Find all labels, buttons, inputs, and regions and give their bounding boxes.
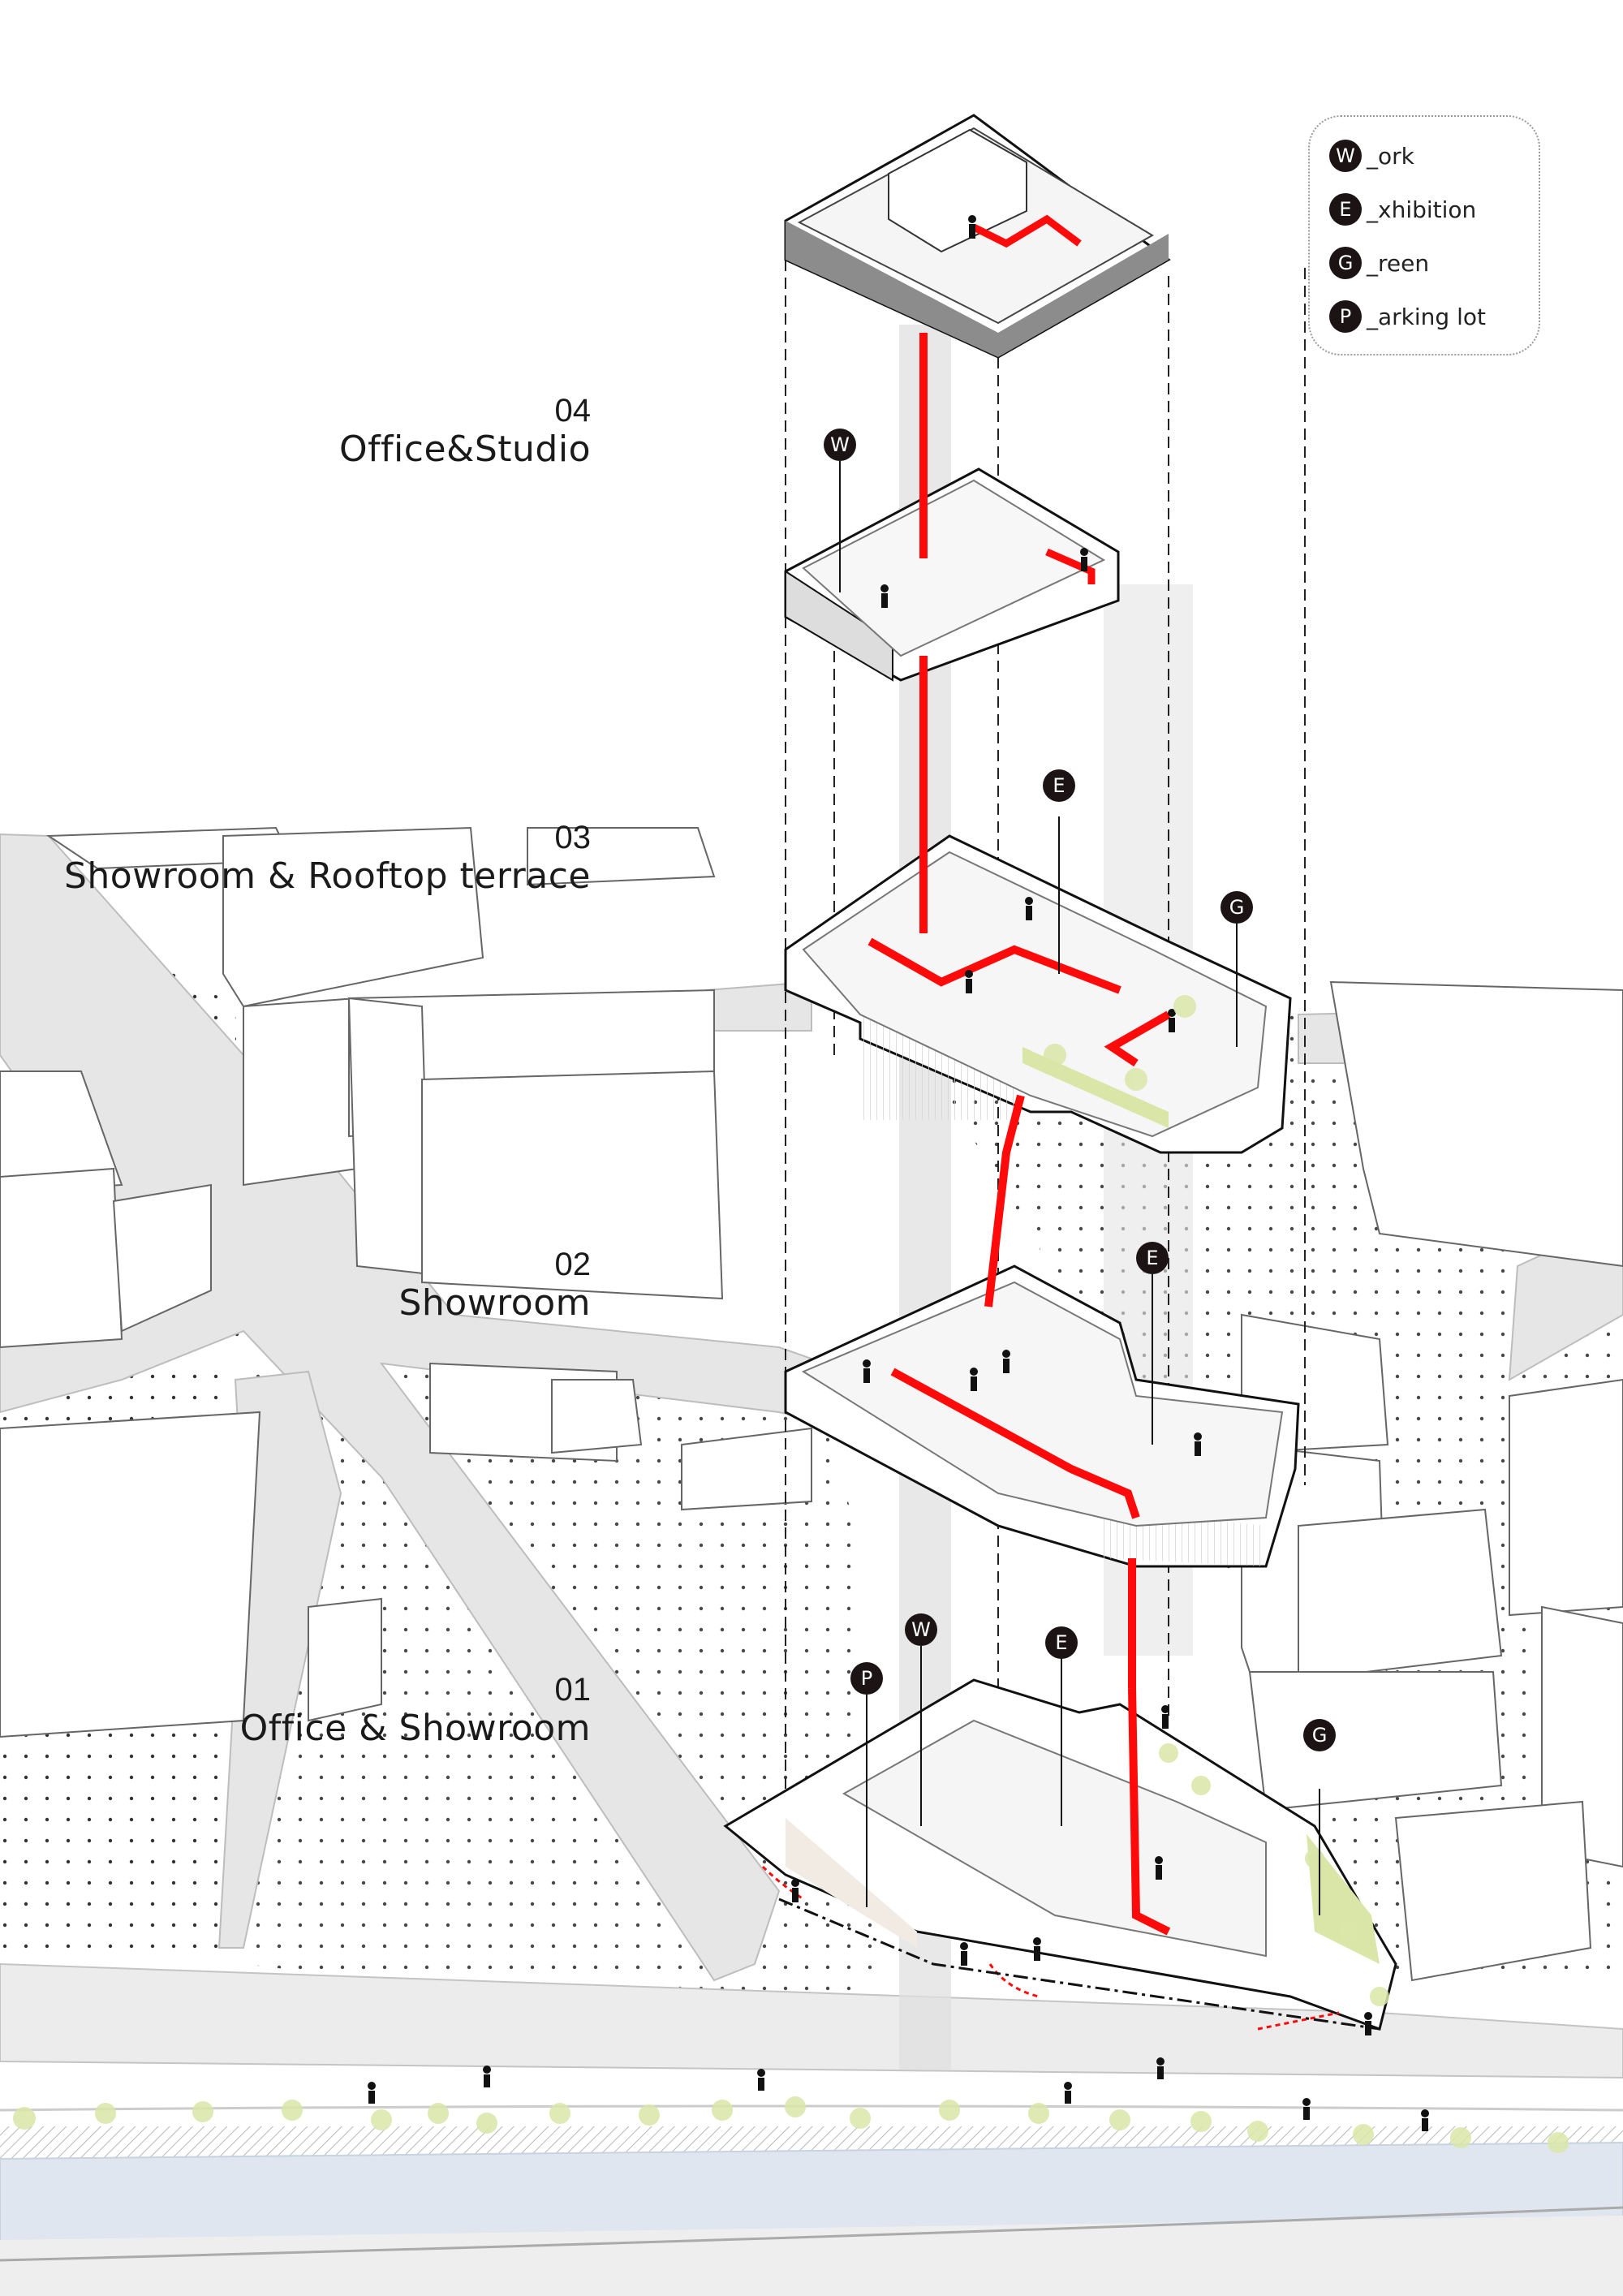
exhibition-marker-icon: E: [1045, 1626, 1078, 1659]
legend-item-work: W _ork: [1329, 136, 1414, 175]
site-context: [0, 826, 1623, 2296]
legend-item-parking: P _arking lot: [1329, 297, 1486, 336]
level-name: Showroom & Rooftop terrace: [63, 855, 591, 897]
legend-text: _ork: [1367, 142, 1414, 170]
work-marker-icon: W: [824, 429, 856, 461]
level-01-circulation: [1128, 1687, 1171, 1936]
parking-icon: P: [1329, 300, 1362, 333]
level-04-label: 04 Office&Studio: [339, 393, 591, 471]
work-icon: W: [1329, 140, 1362, 172]
level-name: Showroom: [398, 1282, 591, 1324]
level-02-label: 02 Showroom: [398, 1247, 591, 1325]
level-01-label: 01 Office & Showroom: [240, 1672, 591, 1750]
site-boundary: [778, 1898, 1380, 2031]
level-03-circulation: [867, 937, 1121, 994]
level-01-slab: [723, 1678, 1397, 2031]
work-marker-icon: W: [905, 1613, 937, 1646]
legend-text: _xhibition: [1367, 196, 1477, 223]
level-02-slab: [784, 1264, 1300, 1568]
level-02-circulation: [890, 1368, 1140, 1519]
legend-item-green: G _reen: [1329, 243, 1429, 282]
level-04-slab: [784, 467, 1120, 682]
green-marker-icon: G: [1220, 891, 1253, 924]
parking-marker-icon: P: [850, 1662, 883, 1695]
entry-footprints: [761, 1865, 1340, 2031]
roof-slab: [784, 114, 1171, 359]
level-number: 04: [554, 393, 592, 429]
level-03-slab: [784, 834, 1292, 1154]
promenade-trees: [13, 995, 1569, 2153]
level-name: Office&Studio: [338, 429, 591, 470]
legend-text: _reen: [1367, 249, 1430, 277]
roof-circulation: [971, 214, 1082, 248]
vertical-circulation: [919, 333, 1136, 1688]
level-number: 02: [554, 1247, 592, 1282]
marker-leaders: [839, 461, 1320, 1915]
green-marker-icon: G: [1303, 1719, 1336, 1751]
legend-text: _arking lot: [1367, 303, 1486, 330]
level-number: 03: [554, 820, 592, 855]
exhibition-marker-icon: E: [1043, 769, 1075, 802]
exhibition-marker-icon: E: [1136, 1242, 1169, 1274]
people: [368, 215, 1429, 2131]
legend-item-exhibition: E _xhibition: [1329, 190, 1476, 229]
exhibition-icon: E: [1329, 193, 1362, 226]
level-name: Office & Showroom: [239, 1708, 591, 1749]
green-icon: G: [1329, 247, 1362, 279]
level-number: 01: [554, 1672, 592, 1708]
legend: W _ork E _xhibition G _reen P _arking lo…: [1308, 115, 1540, 355]
level-03-label: 03 Showroom & Rooftop terrace: [64, 820, 591, 898]
promenade: [0, 1962, 1623, 2079]
